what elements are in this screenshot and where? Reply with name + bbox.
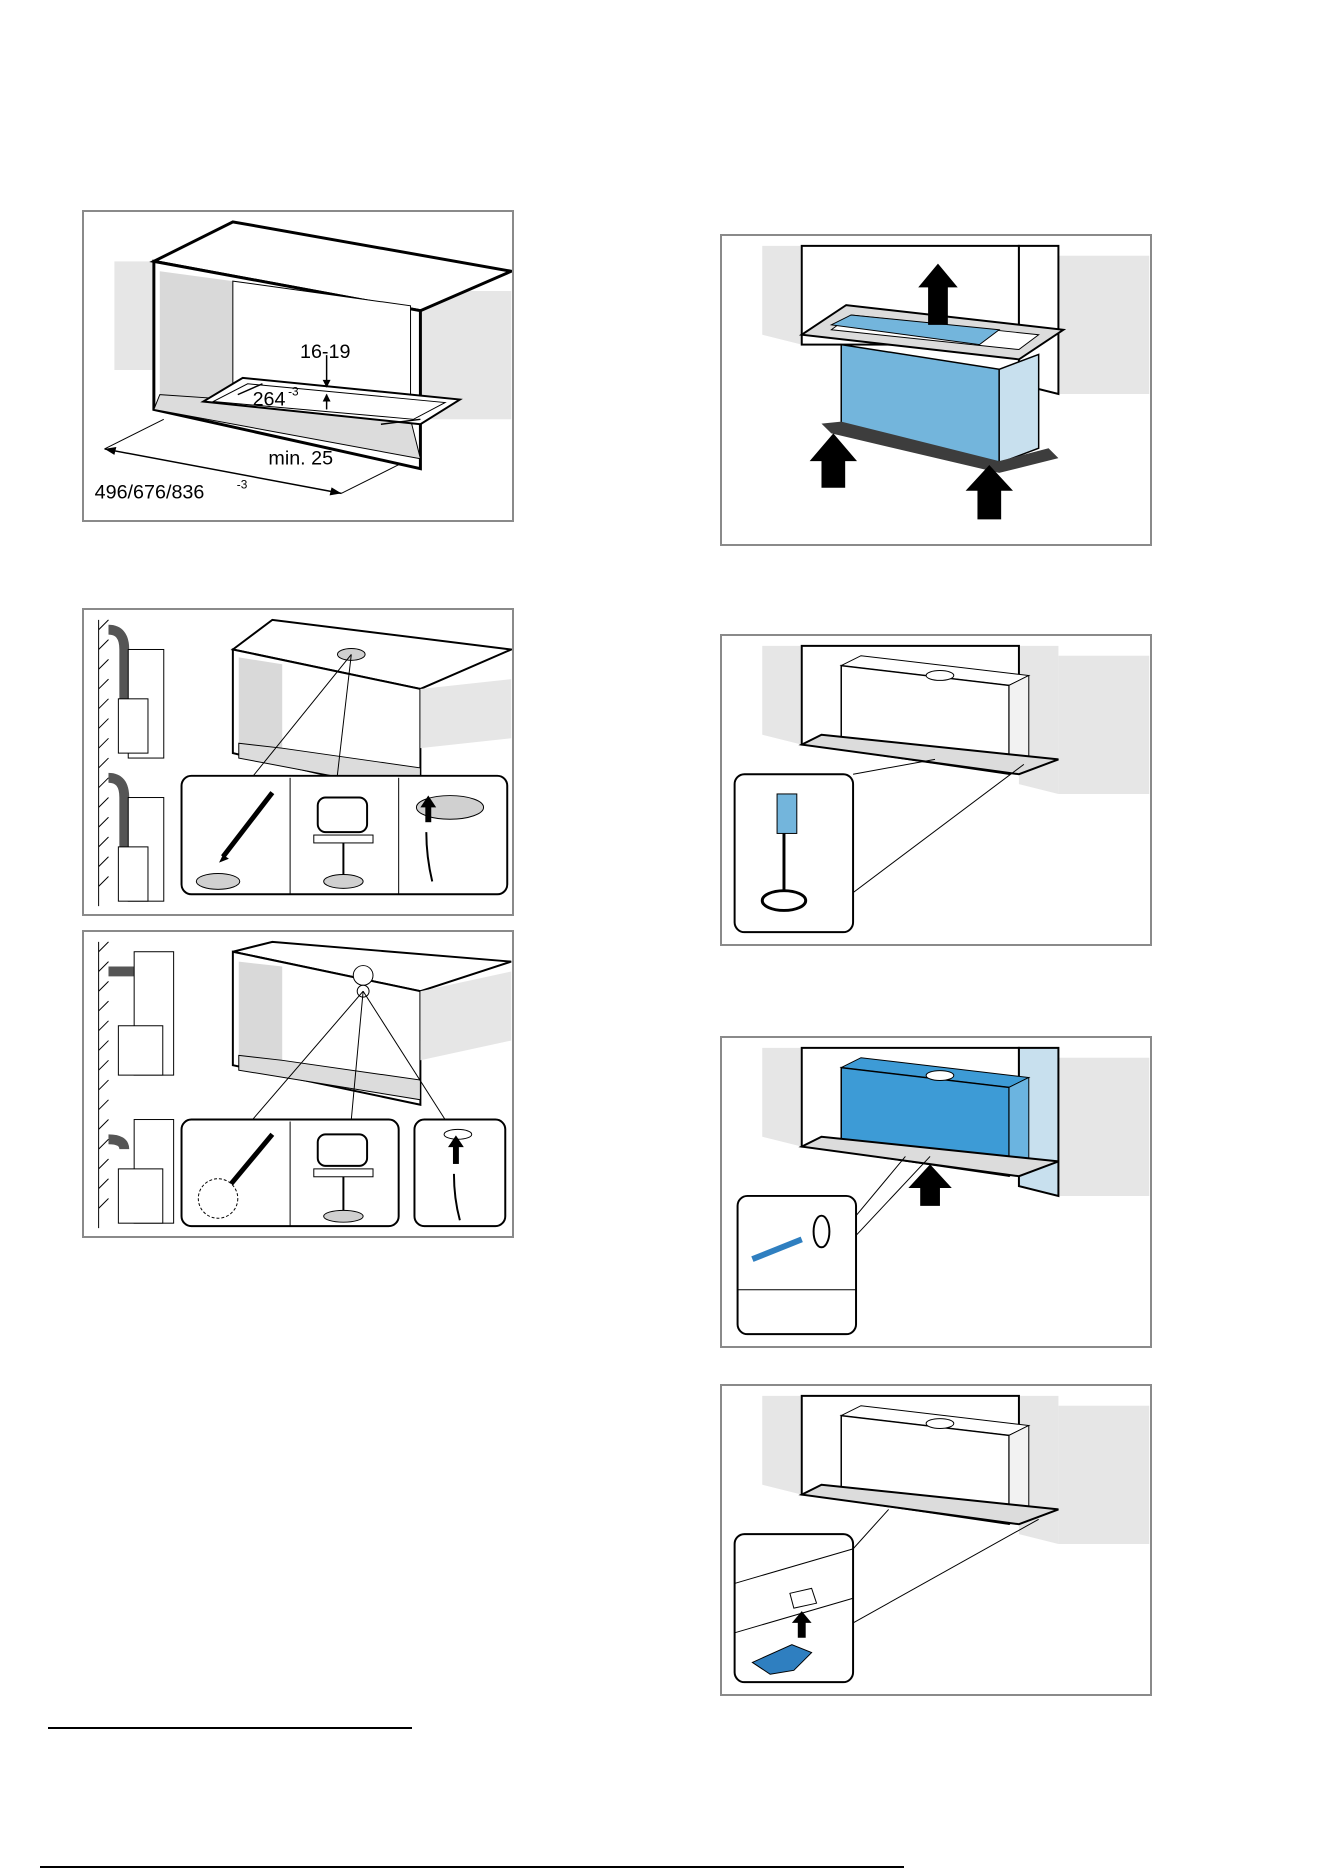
width-label: 264 — [253, 388, 286, 410]
min-clearance-label: min. 25 — [268, 448, 333, 470]
figure-cut-exhaust-hole-top — [82, 608, 514, 916]
length-label-tolerance: -3 — [237, 477, 248, 491]
figure-cabinet-dimensions: 16-19 264 -3 min. 25 496/676/836 -3 — [82, 210, 514, 522]
width-label-tolerance: -3 — [288, 385, 299, 399]
cabinet-dimensions-drawing: 16-19 264 -3 min. 25 496/676/836 -3 — [84, 212, 512, 520]
figure-cut-exhaust-hole-rear — [82, 930, 514, 1238]
figure-fasten-screws — [720, 634, 1152, 946]
length-label: 496/676/836 — [95, 481, 205, 503]
footnote-rule — [48, 1727, 412, 1729]
figure-insert-hood — [720, 234, 1152, 546]
figure-locking-clip — [720, 1384, 1152, 1696]
page-bottom-rule — [40, 1866, 904, 1868]
depth-label: 16-19 — [300, 341, 350, 363]
figure-secure-hood — [720, 1036, 1152, 1348]
